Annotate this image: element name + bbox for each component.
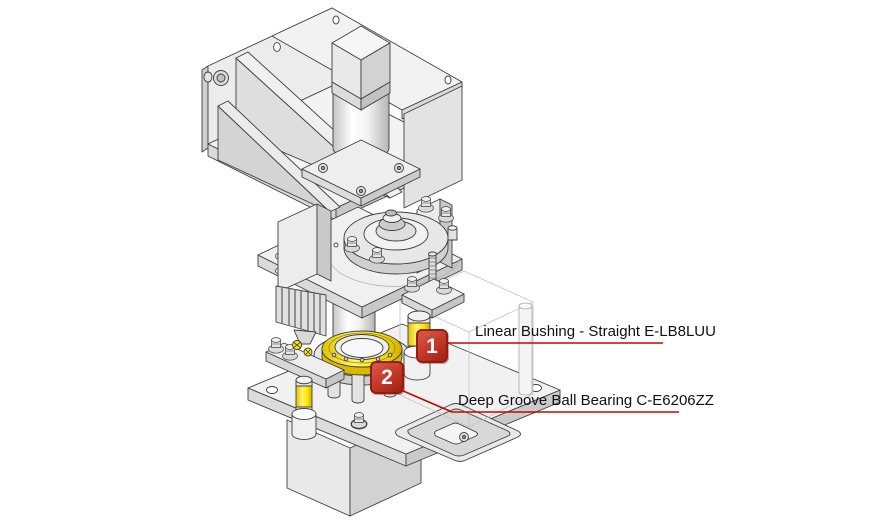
base-plate-slot [395, 403, 521, 462]
callout-2-label: Deep Groove Ball Bearing C-E6206ZZ [458, 392, 714, 409]
callout-1-label: Linear Bushing - Straight E-LB8LUU [475, 323, 716, 340]
coupling-fins [275, 285, 327, 345]
motor [301, 25, 421, 207]
leader-line-2 [400, 389, 679, 413]
motor-base-plate [301, 139, 421, 207]
clearance-ghost-box [399, 270, 534, 428]
left-linear-bushing [265, 337, 345, 440]
bearing-housing-flange [343, 196, 458, 275]
callout-1-badge: 1 [416, 329, 448, 363]
callout-2-badge: 2 [370, 361, 404, 394]
